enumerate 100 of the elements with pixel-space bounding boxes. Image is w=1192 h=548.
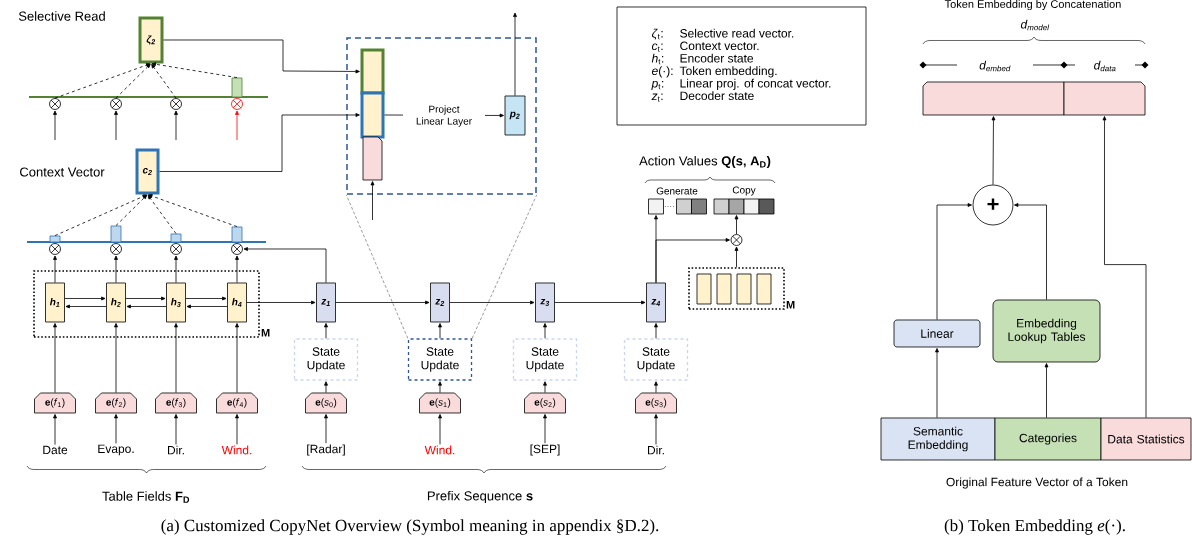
encoder-cell: h$_{3}$ — [166, 282, 186, 323]
arrow — [554, 300, 646, 305]
heading: Context Vector — [20, 167, 105, 177]
attention-bar — [110, 225, 122, 243]
arrow — [235, 110, 239, 141]
arrow — [935, 348, 939, 418]
memory-box: M — [688, 267, 795, 310]
embedding-box: e(s$_{3}$) — [635, 392, 677, 414]
memory-cell — [696, 273, 712, 305]
feature-segment: Semantic Embedding — [880, 417, 996, 461]
decoder-cell: z$_{2}$ — [430, 282, 450, 323]
arrow — [64, 296, 106, 301]
node-label: M — [786, 301, 795, 309]
dashed-arrow — [54, 194, 147, 236]
attention-bar — [49, 235, 61, 243]
arrow — [186, 304, 228, 309]
decoder-cell: z$_{4}$ — [646, 282, 666, 323]
dashed-arrow — [151, 63, 177, 99]
embedding-box: e(s$_{2}$) — [524, 392, 566, 414]
zoom-line — [346, 194, 409, 339]
multiply-symbol — [231, 98, 243, 110]
arrow — [246, 300, 316, 305]
dimension-label: d$_{data}$ — [1094, 60, 1116, 72]
dashed-arrow — [54, 63, 151, 99]
arrow — [53, 110, 57, 141]
arrow — [543, 414, 547, 444]
arrow — [65, 304, 107, 309]
vector-box: c$_{2}$ — [135, 148, 160, 195]
multiply-symbol — [730, 234, 743, 246]
token-text: Dir. — [648, 445, 664, 455]
arrow — [655, 238, 730, 283]
arrow — [243, 247, 327, 283]
zoom-line — [471, 194, 537, 339]
state-update-box: State Update — [623, 338, 689, 381]
encoder-cell: h$_{1}$ — [45, 282, 65, 323]
memory-cell — [736, 273, 752, 305]
multiply-symbol — [170, 98, 182, 110]
caption-text: Original Feature Vector of a Token — [946, 477, 1128, 489]
dashed-arrow — [115, 63, 151, 99]
arrow — [449, 300, 535, 305]
arrow — [438, 381, 442, 393]
arrow — [1014, 203, 1047, 300]
feature-segment: Categories — [994, 417, 1102, 461]
arrow — [324, 381, 328, 393]
token-text: Date — [43, 445, 68, 455]
process-box: Linear — [893, 319, 981, 348]
arrow — [159, 113, 360, 172]
dimension-label: d$_{model}$ — [1020, 19, 1050, 31]
multiply-symbol — [49, 243, 61, 255]
multiply-symbol — [231, 243, 243, 255]
arrow — [734, 215, 739, 235]
vector-segment — [360, 91, 385, 139]
attention-bar — [231, 226, 243, 243]
token-text: Evapo. — [98, 444, 134, 456]
arrow — [53, 323, 57, 393]
arrow — [163, 39, 360, 74]
arrow — [53, 414, 57, 445]
edge-label: Project Linear Layer — [403, 104, 485, 128]
memory-cell — [756, 273, 772, 305]
arrow — [734, 246, 739, 268]
arrow — [114, 323, 118, 393]
arrow — [654, 323, 658, 339]
arrow — [126, 304, 167, 309]
vector-segment — [1063, 81, 1146, 116]
arrow — [438, 414, 442, 445]
arrow — [114, 255, 118, 283]
token-text: Wind. — [221, 445, 252, 455]
action-value-cell — [676, 198, 692, 215]
vector-box: ζ$_{2}$ — [138, 16, 164, 64]
caption: (a) Customized CopyNet Overview (Symbol meaning in appendix §D.2). — [161, 519, 659, 535]
memory-cell — [716, 273, 732, 305]
dashed-arrow — [148, 194, 238, 227]
multiply-symbol — [110, 243, 122, 255]
embedding-box: e(f$_{4}$) — [216, 392, 258, 414]
arrow — [324, 323, 328, 339]
embedding-box: e(s$_{1}$) — [419, 392, 461, 414]
action-value-cell — [648, 198, 664, 215]
arrow — [335, 300, 430, 305]
feature-segment: Data Statistics — [1100, 417, 1192, 461]
arrow — [513, 12, 517, 96]
arrow — [936, 203, 972, 320]
state-update-box: State Update — [512, 338, 578, 381]
arrow — [53, 255, 57, 283]
token-text: [SEP] — [530, 444, 560, 456]
state-update-box: State Update — [407, 338, 473, 381]
arrow — [125, 296, 166, 301]
vector-segment — [922, 81, 1065, 116]
action-value-cell — [691, 198, 707, 215]
arrow — [235, 255, 239, 283]
vector-box: p$_{2}$ — [504, 95, 526, 136]
dashed-arrow — [151, 62, 238, 78]
dashed-arrow — [147, 194, 177, 234]
arrow — [235, 414, 239, 445]
node-label: M — [261, 329, 270, 337]
arrow — [543, 381, 547, 393]
arrow — [114, 414, 118, 444]
brace-label: Prefix Sequence s — [427, 490, 533, 504]
arrow — [114, 110, 118, 141]
heading: Action Values Q(s, A$_{D}$) — [639, 155, 771, 169]
token-text: Dir. — [168, 445, 184, 455]
